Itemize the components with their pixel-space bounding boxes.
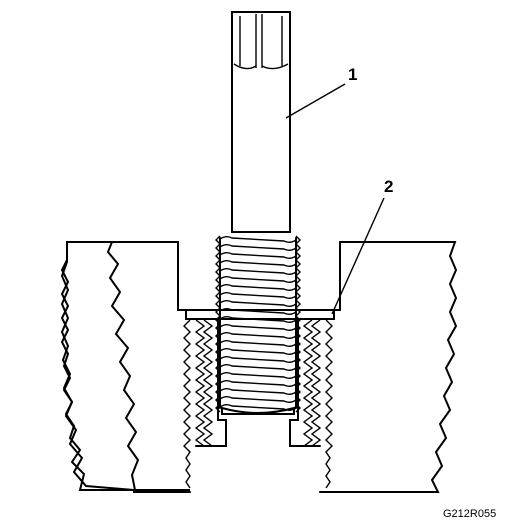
tool-thread-tooth-left [215, 307, 221, 317]
tool-thread-tooth-left [215, 379, 221, 389]
callout-2-leader [331, 197, 385, 315]
tool-thread-tooth-left [215, 331, 221, 341]
tool-thread-tooth-right [295, 299, 301, 309]
tool-thread-crest [219, 380, 297, 387]
tool-thread-crest [219, 308, 297, 315]
tool-thread-tooth-right [295, 403, 301, 413]
tool-thread-tooth-right [295, 251, 301, 261]
tool-thread-tooth-right [295, 307, 301, 317]
tool-thread-tooth-right [295, 339, 301, 349]
tool-shank [231, 11, 291, 233]
tool-thread-tooth-right [295, 331, 301, 341]
tool-tip [221, 406, 295, 415]
tool-thread-tooth-right [295, 235, 301, 245]
tool-thread-tooth-right [295, 275, 301, 285]
tool-thread-crest [219, 388, 297, 395]
tool-thread-crest [219, 244, 297, 251]
left-bore-threads-outer [183, 319, 191, 489]
tool-thread-tooth-left [215, 291, 221, 301]
tool-thread-tooth-right [295, 347, 301, 357]
tool-thread-tooth-left [215, 283, 221, 293]
tool-thread-crest [219, 348, 297, 355]
tool-thread-tooth-left [215, 235, 221, 245]
tool-thread-crest [219, 364, 297, 371]
tool-thread-crest [219, 260, 297, 267]
right-bore-threads-outer [325, 319, 333, 489]
tool-thread-tooth-right [295, 243, 301, 253]
tool-thread-tooth-left [215, 363, 221, 373]
right-insert-threads-a [310, 319, 322, 447]
tool-thread-tooth-right [295, 315, 301, 325]
tool-thread-tooth-right [295, 379, 301, 389]
tool-threads [215, 235, 301, 413]
tool-thread-crest [219, 372, 297, 379]
tool-thread-tooth-left [215, 387, 221, 397]
left-casting-block [60, 241, 190, 491]
tool-thread-tooth-left [215, 315, 221, 325]
tool-thread-tooth-left [215, 251, 221, 261]
tool-thread-crest [219, 300, 297, 307]
tool-thread-tooth-left [215, 323, 221, 333]
tool-thread-tooth-left [215, 267, 221, 277]
left-insert-threads-a [194, 319, 206, 447]
callout-2-label: 2 [384, 177, 393, 196]
tool-thread-tooth-right [295, 363, 301, 373]
left-insert-threads-b [202, 319, 214, 447]
tool-thread-crest [219, 268, 297, 275]
tool-thread-tooth-right [295, 395, 301, 405]
tool-thread-tooth-left [215, 395, 221, 405]
tool-thread-crest [219, 404, 297, 411]
tool-thread-crest [219, 292, 297, 299]
tool-thread-tooth-right [295, 259, 301, 269]
tool-thread-tooth-right [295, 387, 301, 397]
tool-thread-tooth-left [215, 355, 221, 365]
figure-id: G212R055 [443, 508, 496, 520]
tool-thread-tooth-right [295, 323, 301, 333]
tool-thread-crest [219, 276, 297, 283]
tool-thread-crest [219, 284, 297, 291]
tool-thread-crest [219, 324, 297, 331]
tool-thread-crest [219, 236, 297, 243]
tool-thread-crest [219, 356, 297, 363]
tool-thread-tooth-left [215, 371, 221, 381]
tool-thread-crest [219, 252, 297, 259]
tool-head-flats [233, 63, 289, 70]
tool-thread-tooth-right [295, 355, 301, 365]
tool-thread-tooth-right [295, 267, 301, 277]
callout-1-leader [285, 83, 346, 119]
tool-thread-tooth-left [215, 403, 221, 413]
tool-thread-tooth-left [215, 339, 221, 349]
right-insert-threads-b [302, 319, 314, 447]
left-block-outline [60, 241, 191, 493]
tool-thread-tooth-left [215, 299, 221, 309]
right-block-outline [319, 241, 458, 493]
tool-thread-tooth-right [295, 283, 301, 293]
tool-thread-tooth-right [295, 371, 301, 381]
callout-1-label: 1 [348, 65, 357, 84]
tool-thread-tooth-left [215, 275, 221, 285]
tool-thread-tooth-right [295, 291, 301, 301]
tool-thread-tooth-left [215, 243, 221, 253]
tool-thread-crest [219, 332, 297, 339]
tool-thread-tooth-left [215, 259, 221, 269]
tool-thread-crest [219, 396, 297, 403]
tool-thread-crest [219, 316, 297, 323]
tool-thread-crest [219, 340, 297, 347]
tool-thread-tooth-left [215, 347, 221, 357]
